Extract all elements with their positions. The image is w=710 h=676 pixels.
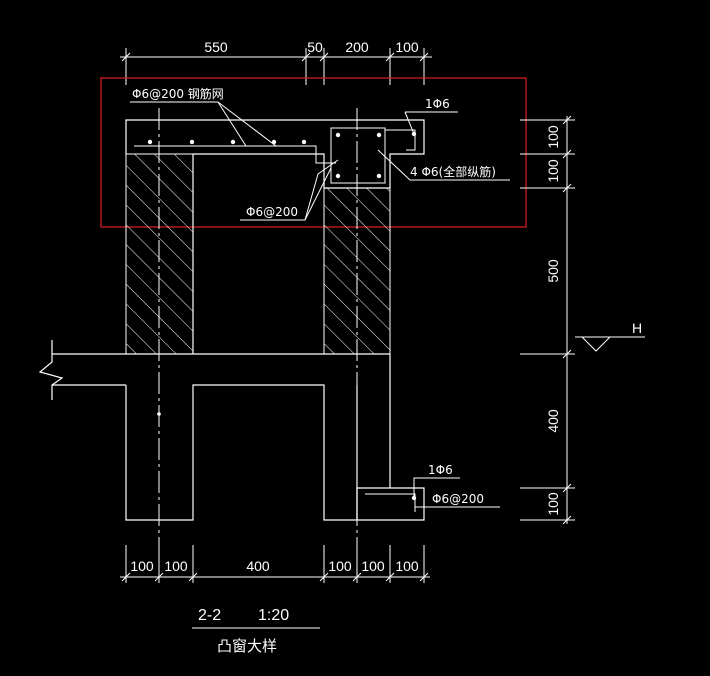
bottom-dim-400: 400 — [246, 558, 270, 574]
bottom-dim-100-a: 100 — [130, 558, 154, 574]
reinforcement — [134, 127, 416, 512]
section-id: 2-2 — [198, 607, 221, 624]
bottom-dim-100-d: 100 — [361, 558, 385, 574]
top-dim-200: 200 — [345, 39, 369, 55]
top-dim-50: 50 — [307, 39, 323, 55]
drawing-scale: 1:20 — [258, 607, 289, 624]
right-dim-400: 400 — [545, 409, 561, 433]
right-dim-100-b: 100 — [545, 159, 561, 183]
mesh-label: Φ6@200 钢筋网 — [132, 86, 224, 101]
right-dim-500: 500 — [545, 259, 561, 283]
bottom-dim-100-b: 100 — [164, 558, 188, 574]
highlight-frame — [100, 77, 527, 228]
bottom-bar-label: 1Φ6 — [428, 463, 453, 477]
bottom-stirrup-label: Φ6@200 — [432, 492, 484, 506]
right-dim-100-c: 100 — [545, 492, 561, 516]
bottom-dim-100-e: 100 — [395, 558, 419, 574]
top-dim-100: 100 — [395, 39, 419, 55]
right-dim-100-a: 100 — [545, 125, 561, 149]
right-dimension-chain — [520, 115, 645, 525]
bottom-dimension-chain — [120, 545, 430, 583]
top-dim-550: 550 — [204, 39, 228, 55]
drawing-caption: 凸窗大样 — [217, 637, 277, 655]
top-dimension-chain — [120, 48, 432, 85]
level-label: H — [632, 320, 642, 336]
rebar-dots — [147, 131, 417, 501]
leader-lines — [130, 101, 510, 508]
longitudinal-bar-label: 4 Φ6(全部纵筋) — [410, 164, 496, 179]
bottom-dim-100-c: 100 — [328, 558, 352, 574]
stirrup-label: Φ6@200 — [246, 205, 298, 219]
top-bar-label: 1Φ6 — [425, 97, 450, 111]
